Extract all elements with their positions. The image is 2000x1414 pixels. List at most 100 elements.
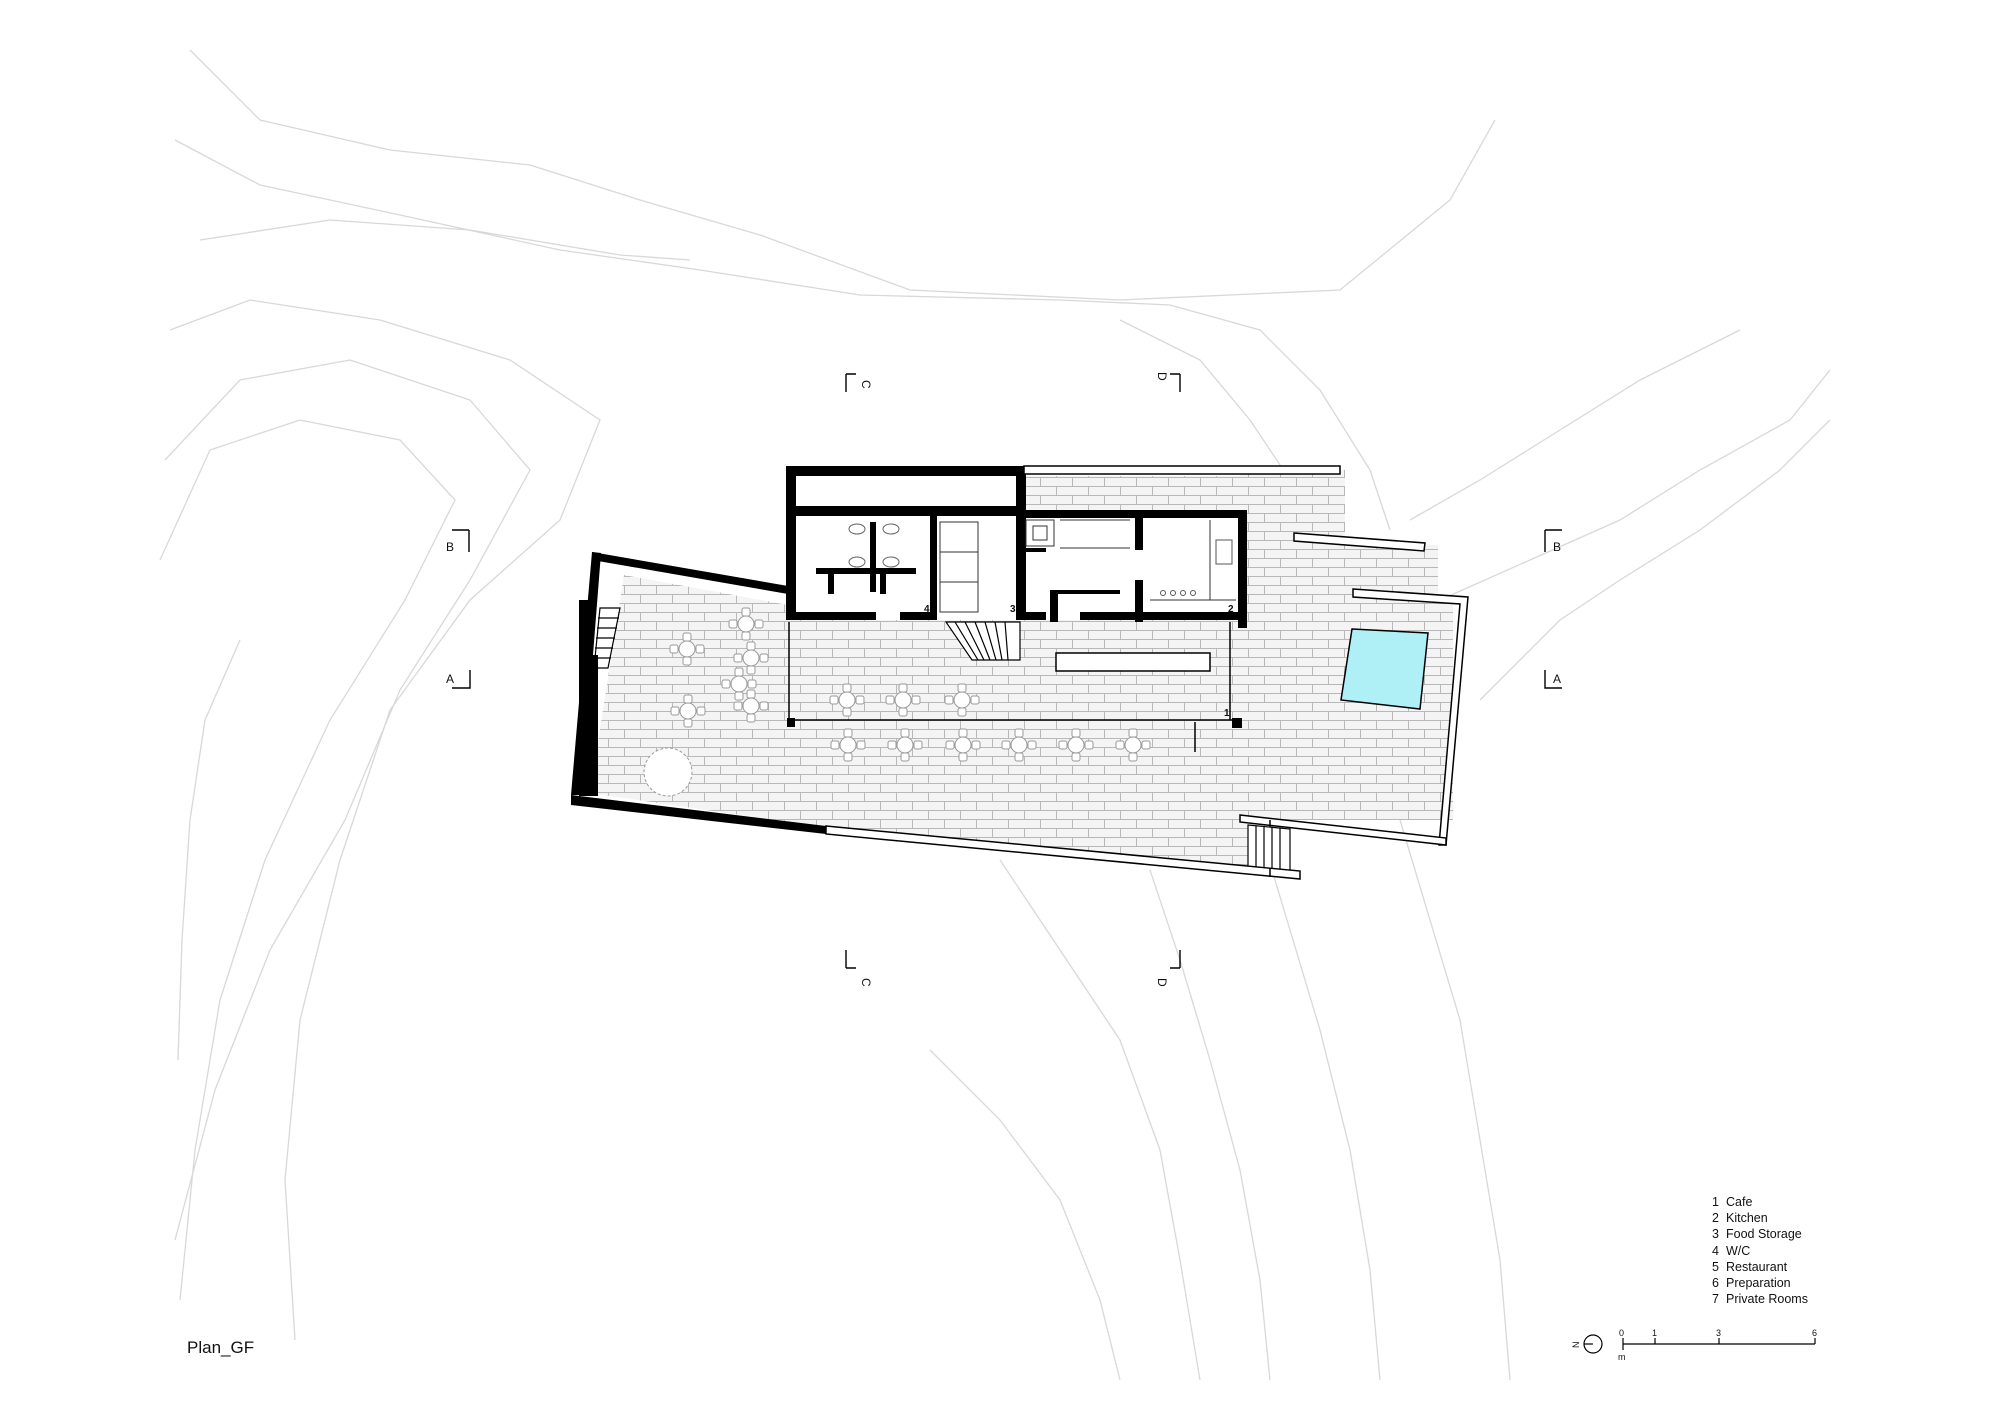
chair	[842, 707, 852, 717]
chair	[1141, 740, 1151, 750]
north-label: N	[1571, 1342, 1581, 1349]
restaurant-furniture	[669, 607, 1151, 762]
stairs	[593, 607, 1291, 871]
chair	[843, 752, 853, 762]
pool	[1340, 628, 1429, 710]
room-tag-wc: 4	[924, 604, 930, 615]
section-label-a-west: A	[446, 672, 454, 686]
chair	[958, 752, 968, 762]
drawing-title: Plan_GF	[187, 1338, 255, 1357]
table	[678, 640, 696, 658]
chair	[746, 713, 756, 723]
chair	[733, 653, 743, 663]
kitchen-fixtures	[1160, 539, 1233, 596]
legend-label: Cafe	[1726, 1195, 1753, 1209]
chair	[746, 641, 756, 651]
scale-bar	[1622, 1338, 1816, 1350]
thin-walls	[788, 465, 1469, 880]
chair	[913, 740, 923, 750]
legend-number: 4	[1712, 1243, 1719, 1258]
chair	[747, 679, 757, 689]
legend-number: 6	[1712, 1276, 1719, 1291]
table	[742, 697, 760, 715]
table	[737, 615, 755, 633]
table	[730, 675, 748, 693]
chair	[669, 644, 679, 654]
chair	[945, 740, 955, 750]
legend-number: 5	[1712, 1259, 1719, 1274]
legend-item: 5 Restaurant	[1712, 1259, 1808, 1275]
chair	[746, 689, 756, 699]
scale-unit: m	[1618, 1352, 1626, 1362]
section-mark-a-west	[452, 670, 471, 689]
chair	[670, 706, 680, 716]
section-label-d-south: D	[1155, 978, 1169, 987]
chair	[958, 728, 968, 738]
room-tag-kitchen: 2	[1228, 604, 1234, 615]
table	[1067, 736, 1085, 754]
chair	[900, 752, 910, 762]
chair	[885, 695, 895, 705]
chair	[1128, 728, 1138, 738]
chair	[682, 656, 692, 666]
chair	[1014, 752, 1024, 762]
chair	[1001, 740, 1011, 750]
chair	[734, 667, 744, 677]
legend-label: Restaurant	[1726, 1259, 1788, 1274]
section-label-a-east: A	[1553, 672, 1561, 686]
section-mark-c-north	[845, 373, 856, 392]
storage-fixtures	[939, 519, 1236, 613]
chair	[898, 683, 908, 693]
chair	[900, 728, 910, 738]
chair	[1071, 752, 1081, 762]
table	[896, 736, 914, 754]
table	[954, 736, 972, 754]
chair	[683, 718, 693, 728]
chair	[754, 619, 764, 629]
chair	[970, 695, 980, 705]
legend-label: W/C	[1726, 1243, 1751, 1258]
chair	[721, 679, 731, 689]
legend-label: Preparation	[1726, 1276, 1791, 1291]
section-mark-c-south	[845, 950, 856, 969]
chair	[695, 644, 705, 654]
paved-areas	[590, 470, 1453, 870]
section-label-c-south: C	[859, 978, 873, 987]
chair	[1014, 728, 1024, 738]
room-tag-cafe: 1	[1224, 708, 1230, 719]
section-label-b-west: B	[446, 540, 454, 554]
chair	[734, 691, 744, 701]
chair	[957, 707, 967, 717]
legend-label: Private Rooms	[1726, 1292, 1808, 1307]
legend-label: Food Storage	[1726, 1227, 1802, 1242]
chair	[741, 607, 751, 617]
large-round-table	[643, 747, 693, 797]
chair	[759, 701, 769, 711]
scale-tick-3: 3	[1716, 1328, 1721, 1338]
table	[953, 691, 971, 709]
legend-item: 6 Preparation	[1712, 1275, 1808, 1291]
chair	[1071, 728, 1081, 738]
walls	[571, 466, 1247, 834]
chair	[887, 740, 897, 750]
east-steps	[1247, 824, 1291, 871]
section-mark-d-north	[1170, 373, 1181, 392]
section-label-c-north: C	[859, 380, 873, 389]
section-mark-b-east	[1544, 529, 1562, 552]
section-label-b-east: B	[1553, 540, 1561, 554]
chair	[944, 695, 954, 705]
section-markers	[452, 373, 1562, 969]
chair	[1058, 740, 1068, 750]
chair	[971, 740, 981, 750]
chair	[1084, 740, 1094, 750]
table	[894, 691, 912, 709]
chair	[829, 695, 839, 705]
chair	[898, 707, 908, 717]
chair	[1115, 740, 1125, 750]
north-arrow: N	[1571, 1334, 1603, 1354]
